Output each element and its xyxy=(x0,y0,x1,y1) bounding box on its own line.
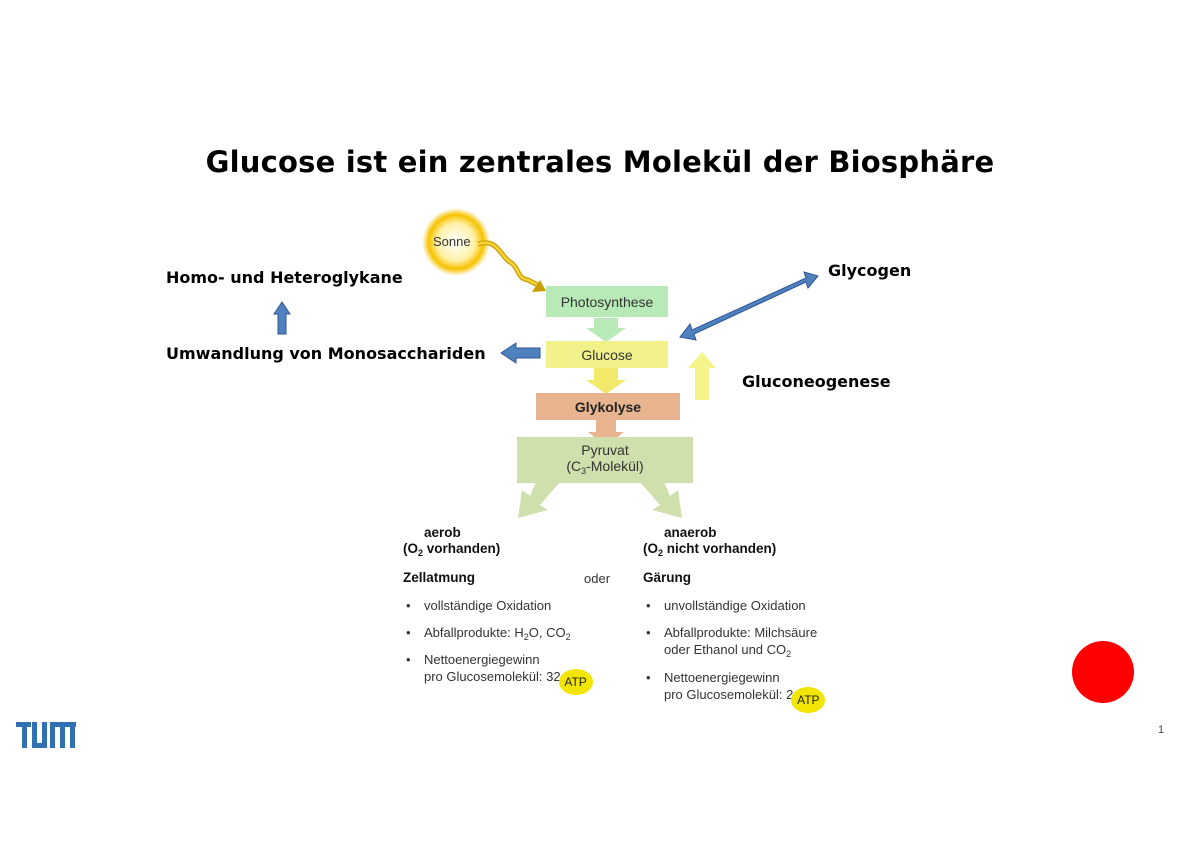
sonne-label: Sonne xyxy=(433,234,471,249)
glykolyse-label: Glykolyse xyxy=(574,398,642,415)
sun-icon xyxy=(422,208,490,276)
label-glycogen: Glycogen xyxy=(828,261,912,280)
gluconeogenese-arrow-icon xyxy=(688,352,716,400)
label-umwandlung-monosaccharide: Umwandlung von Monosacchariden xyxy=(166,344,486,363)
atp-badge: ATP xyxy=(560,671,591,693)
aerob-process: Zellatmung xyxy=(403,570,476,585)
red-dot-icon xyxy=(1072,641,1134,703)
anaerob-bullet-3: Nettoenergiegewinn pro Glucosemolekül: 2… xyxy=(646,669,824,711)
photosynthese-label: Photosynthese xyxy=(560,293,654,310)
aerob-bullet-2: Abfallprodukte: H2O, CO2 xyxy=(406,624,571,646)
anaerob-heading: anaerob xyxy=(664,525,717,540)
pyruvat-label: Pyruvat xyxy=(581,441,629,458)
double-arrow-icon xyxy=(679,271,819,341)
glykolyse-box: Glykolyse xyxy=(536,393,680,420)
slide-title: Glucose ist ein zentrales Molekül der Bi… xyxy=(205,145,995,179)
anaerob-bullet-2: Abfallprodukte: Milchsäure oder Ethanol … xyxy=(646,624,817,663)
pyruvat-box: Pyruvat (C3-Molekül) xyxy=(517,437,693,483)
label-gluconeogenese: Gluconeogenese xyxy=(742,372,891,391)
atp-badge: ATP xyxy=(793,689,824,711)
aerob-heading: aerob xyxy=(424,525,461,540)
tum-logo-icon xyxy=(16,722,76,748)
aerob-condition: (O2 vorhanden) xyxy=(403,541,501,558)
aerob-bullet-3: Nettoenergiegewinn pro Glucosemolekül: 3… xyxy=(406,651,591,693)
anaerob-process: Gärung xyxy=(643,570,692,585)
anaerob-condition: (O2 nicht vorhanden) xyxy=(643,541,777,558)
glucose-label: Glucose xyxy=(581,346,633,363)
label-homo-heteroglykane: Homo- und Heteroglykane xyxy=(166,268,403,287)
aerob-bullet-1: vollständige Oxidation xyxy=(406,597,551,614)
up-arrow-icon xyxy=(273,301,291,335)
oder-label: oder xyxy=(584,571,611,586)
page-number: 1 xyxy=(1158,724,1165,736)
left-arrow-icon xyxy=(500,342,541,364)
anaerob-bullet-1: unvollständige Oxidation xyxy=(646,597,806,614)
glucose-box: Glucose xyxy=(546,341,668,368)
photosynthese-box: Photosynthese xyxy=(546,286,668,317)
pyruvat-formula: (C3-Molekül) xyxy=(566,457,644,476)
